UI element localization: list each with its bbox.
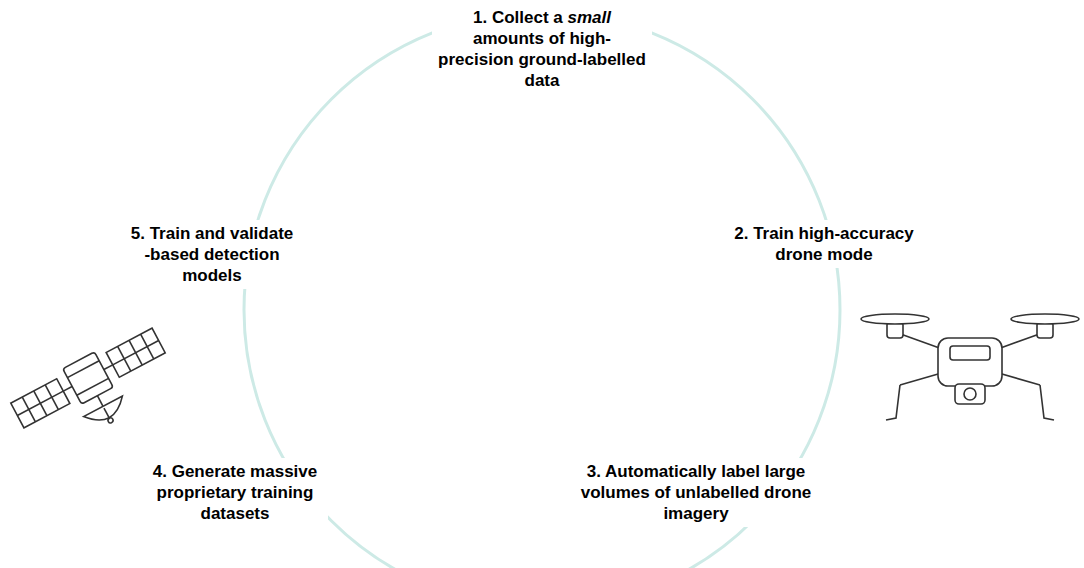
word: 2.: [734, 224, 748, 243]
step-label: 3. Automatically label large volumes of …: [566, 458, 826, 527]
word: datasets: [201, 504, 270, 523]
word: -based: [144, 245, 199, 264]
cycle-circle: [244, 12, 840, 568]
word: detection: [204, 245, 280, 264]
drone-body: [938, 338, 1002, 386]
word: and: [195, 224, 225, 243]
word: 4.: [153, 462, 167, 481]
word: amounts: [473, 29, 544, 48]
word: of: [549, 29, 565, 48]
propeller: [1011, 314, 1079, 324]
word: 3.: [587, 462, 601, 481]
step-label: 4. Generate massive proprietary training…: [142, 458, 328, 527]
word: data: [525, 71, 560, 90]
word: label: [721, 462, 760, 481]
word: Train: [150, 224, 191, 243]
word: massive: [250, 462, 317, 481]
drone-icon: [861, 314, 1079, 420]
word: high-accuracy: [799, 224, 914, 243]
satellite-icon: [8, 323, 182, 460]
word: 5.: [131, 224, 145, 243]
word: imagery: [663, 504, 728, 523]
propeller: [861, 314, 929, 324]
word: volumes: [581, 483, 650, 502]
solar-panel: [11, 379, 70, 428]
word: a: [553, 8, 562, 27]
word: mode: [827, 245, 872, 264]
camera: [955, 384, 985, 404]
word: ground-labelled: [518, 50, 646, 69]
word: training: [251, 483, 313, 502]
word: drone: [764, 483, 811, 502]
word: Collect: [492, 8, 549, 27]
word: small: [568, 8, 611, 27]
word: proprietary: [157, 483, 247, 502]
word: of: [654, 483, 670, 502]
antenna-dish: [84, 396, 129, 428]
word: Automatically: [605, 462, 716, 481]
step-label: 2. Train high-accuracy drone mode: [708, 220, 940, 268]
word: validate: [230, 224, 293, 243]
word: Train: [753, 224, 794, 243]
solar-panel: [106, 328, 165, 377]
word: large: [765, 462, 806, 481]
step-label: 1. Collect a small amounts of high-preci…: [432, 4, 652, 94]
word: unlabelled: [675, 483, 759, 502]
step-label: 5. Train and validate -based detection m…: [120, 220, 304, 289]
word: Generate: [172, 462, 246, 481]
word: 1.: [473, 8, 487, 27]
word: models: [182, 266, 242, 285]
word: drone: [775, 245, 822, 264]
satellite-body: [63, 352, 114, 404]
